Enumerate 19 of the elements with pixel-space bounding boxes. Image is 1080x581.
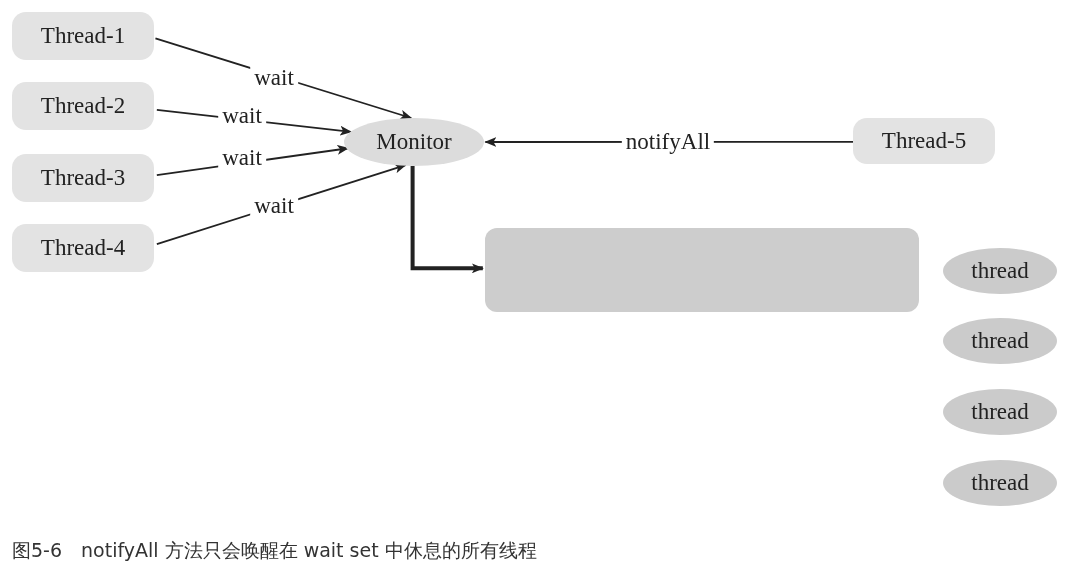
wait-set-box (485, 228, 919, 312)
node-label: Thread-1 (40, 23, 126, 49)
node-label: thread (971, 258, 1029, 284)
thread-box (12, 224, 154, 272)
monitor-ellipse (344, 118, 484, 166)
thread-box (12, 154, 154, 202)
node-label: Monitor (376, 129, 452, 155)
node-label: thread (971, 328, 1029, 354)
node-label: Thread-5 (881, 128, 967, 154)
node-label: Thread-4 (40, 235, 126, 261)
arrow (410, 166, 484, 274)
node-label: Thread-3 (40, 165, 126, 191)
thread-box (12, 12, 154, 60)
thread-box (853, 118, 995, 164)
node-label: thread (971, 470, 1029, 496)
node-label: Thread-2 (40, 93, 126, 119)
node-label: thread (971, 399, 1029, 425)
thread-box (12, 82, 154, 130)
caption: 图5-6 notifyAll 方法只会唤醒在 wait set 中休息的所有线程 (12, 538, 537, 563)
